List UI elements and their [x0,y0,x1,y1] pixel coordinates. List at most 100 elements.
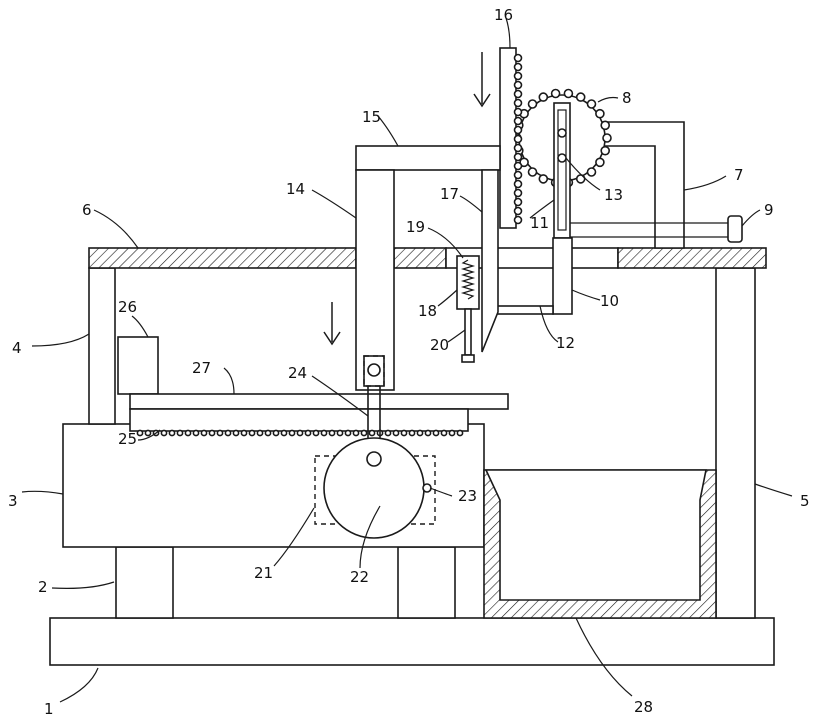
link-top-pin [368,364,380,376]
rack-bar-tooth [289,430,294,435]
rack-bar-tooth [305,430,310,435]
rack-bar-tooth [169,430,174,435]
left-column [89,268,115,424]
rack-bar-tooth [233,430,238,435]
label-2: 2 [38,578,48,596]
slotted-arm [554,103,570,238]
rack-tooth [515,64,522,71]
base-plate [50,618,774,665]
gear-tooth [588,100,596,108]
stop-block [118,337,158,394]
rack-tooth [515,82,522,89]
connecting-rod [497,306,553,314]
rack [500,48,516,228]
rack-tooth [515,73,522,80]
gear-tooth [539,175,547,183]
rack-tooth [515,55,522,62]
label-25: 25 [118,430,137,448]
rack-bar-tooth [457,430,462,435]
rack-tooth [515,91,522,98]
rack-bar-tooth [449,430,454,435]
label-17: 17 [440,185,459,203]
label-23: 23 [458,487,477,505]
rack-bar-tooth [441,430,446,435]
adjusting-knob [728,216,742,242]
label-16: 16 [494,6,513,24]
gear-tooth [552,90,560,98]
label-12: 12 [556,334,575,352]
label-7: 7 [734,166,744,184]
pivot-pin-upper [558,129,566,137]
rack-tooth [515,163,522,170]
support-block-right [398,547,455,618]
gear-tooth [529,168,537,176]
rack-tooth [515,100,522,107]
rack-bar-tooth [265,430,270,435]
rack-bar-tooth [401,430,406,435]
rack-tooth [515,145,522,152]
rack-bar-tooth [433,430,438,435]
vertical-rod [553,238,572,314]
top-plate-right [618,248,766,268]
rack-tooth [515,190,522,197]
rack-bar-tooth [281,430,286,435]
rack-bar-tooth [185,430,190,435]
disc-pin-23 [423,484,431,492]
gear-tooth [601,121,609,129]
rack-tooth [515,127,522,134]
support-block-left [116,547,173,618]
rack-tooth [515,109,522,116]
rack-bar-tooth [409,430,414,435]
bin-inner [486,470,706,600]
gear-tooth [577,93,585,101]
label-14: 14 [286,180,305,198]
gear-tooth [596,158,604,166]
label-20: 20 [430,336,449,354]
rack-bar-tooth [425,430,430,435]
label-22: 22 [350,568,369,586]
rack-tooth [515,118,522,125]
top-plate-middle [394,248,446,268]
label-11: 11 [530,214,549,232]
rack-bar-tooth [193,430,198,435]
blade [482,170,498,352]
rack-tooth [515,136,522,143]
rack-tooth [515,217,522,224]
crossbar [356,146,500,170]
gear-tooth [577,175,585,183]
rack-bar-tooth [417,430,422,435]
rack-bar-tooth [137,430,142,435]
rack-bar-tooth [241,430,246,435]
rack-bar-tooth [273,430,278,435]
rack-bar-tooth [145,430,150,435]
rack-bar-tooth [177,430,182,435]
label-21: 21 [254,564,273,582]
rack-bar-tooth [353,430,358,435]
rack-bar-tooth [361,430,366,435]
rack-bar-tooth [201,430,206,435]
label-4: 4 [12,339,22,357]
rack-bar-tooth [313,430,318,435]
rack-bar-tooth [337,430,342,435]
gear-tooth [588,168,596,176]
crank-pin [367,452,381,466]
label-3: 3 [8,492,18,510]
gear-tooth [601,147,609,155]
rack-bar-tooth [329,430,334,435]
label-8: 8 [622,89,632,107]
label-10: 10 [600,292,619,310]
rack-bar-tooth [369,430,374,435]
right-column [716,268,755,618]
rack-bar-tooth [385,430,390,435]
rack-bar-tooth [217,430,222,435]
rack-tooth [515,181,522,188]
gear-tooth [539,93,547,101]
rack-bar-tooth [209,430,214,435]
label-9: 9 [764,201,774,219]
label-28: 28 [634,698,653,716]
table-top [130,394,508,409]
gear-tooth [603,134,611,142]
label-13: 13 [604,186,623,204]
